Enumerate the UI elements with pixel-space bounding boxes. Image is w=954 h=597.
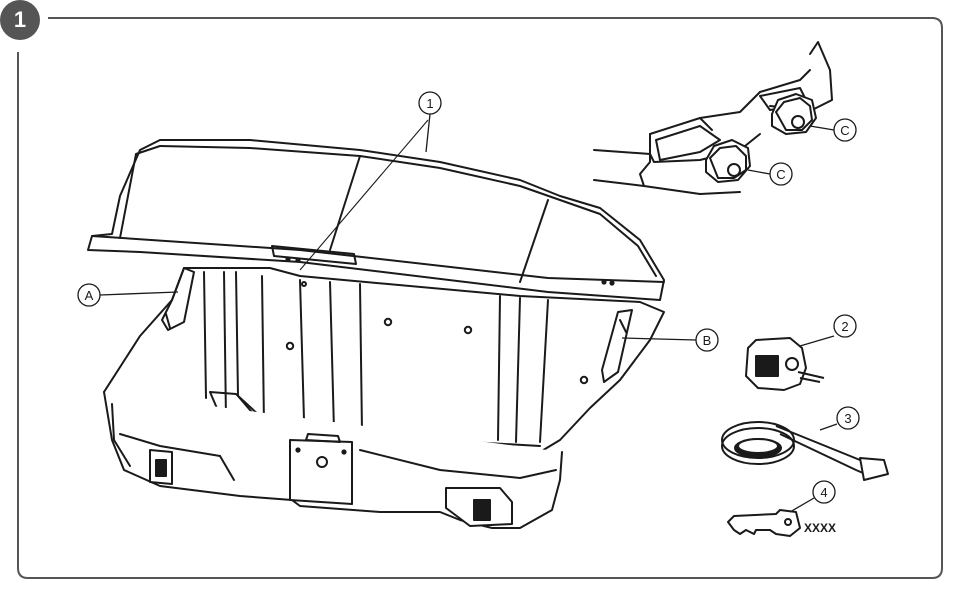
step-number-badge: 1	[0, 0, 40, 40]
mounting-plate-drawing	[593, 41, 833, 195]
strap-drawing	[721, 421, 889, 481]
callout-C-lower-label: C	[776, 167, 785, 182]
callout-B-label: B	[703, 333, 712, 348]
callout-C-upper: C	[809, 118, 857, 142]
lock-cylinder-drawing	[745, 337, 825, 391]
callout-B: B	[621, 328, 719, 352]
callout-2-label: 2	[841, 319, 848, 334]
callout-3: 3	[819, 406, 860, 431]
key-drawing	[727, 509, 801, 537]
callout-1-leader	[299, 119, 429, 271]
callout-2: 2	[799, 314, 857, 347]
figure-frame	[17, 17, 943, 579]
callout-A: A	[77, 283, 179, 307]
callout-1: 1	[418, 91, 442, 153]
callout-1-label: 1	[426, 96, 433, 111]
callout-3-label: 3	[844, 411, 851, 426]
key-code-label: XXXX	[804, 521, 836, 535]
callout-4: 4	[789, 480, 836, 513]
callout-A-label: A	[85, 288, 94, 303]
callout-4-label: 4	[820, 485, 827, 500]
callout-C-lower: C	[747, 162, 793, 186]
callout-C-upper-label: C	[840, 123, 849, 138]
top-case-drawing	[87, 139, 665, 529]
